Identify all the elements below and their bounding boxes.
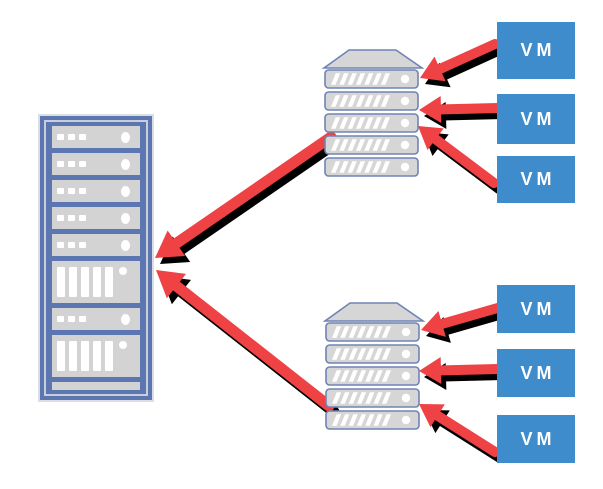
- rack-unit-led: [52, 234, 140, 256]
- vm-box-2: VM: [497, 94, 575, 144]
- vm-label: VM: [520, 428, 556, 449]
- rack-unit-led: [52, 153, 140, 175]
- arrow-layer: [155, 39, 511, 463]
- vm-label: VM: [520, 108, 556, 129]
- arrow-vm-4-to-host-bottom: [421, 302, 506, 337]
- vm-box-1: VM: [497, 22, 575, 79]
- vm-label: VM: [520, 40, 556, 60]
- vm-label: VM: [520, 298, 556, 319]
- arrow-vm-5-to-host-bottom: [419, 356, 503, 384]
- storage-rack: [38, 114, 154, 402]
- rack-unit-drive: [52, 335, 140, 377]
- arrow-vm-2-to-host-top: [419, 95, 503, 123]
- arrow-vm-3-to-host-top: [418, 126, 499, 188]
- vm-box-6: VM: [497, 415, 575, 463]
- arrow-shadow-host-top-to-rack: [160, 137, 342, 264]
- host-server-bottom: [325, 303, 423, 429]
- rack-unit-blank: [52, 382, 140, 390]
- arrow-host-bottom-to-rack: [156, 270, 335, 412]
- arrow-host-top-to-rack: [155, 131, 337, 258]
- vm-label: VM: [520, 169, 556, 189]
- vm-label: VM: [520, 362, 556, 383]
- vm-box-3: VM: [497, 156, 575, 203]
- vm-box-4: VM: [497, 285, 575, 333]
- rack-unit-led: [52, 126, 140, 148]
- rack-unit-drive: [52, 261, 140, 303]
- host-server-top: [324, 50, 422, 176]
- arrow-vm-1-to-host-top: [420, 39, 500, 82]
- rack-unit-led: [52, 207, 140, 229]
- rack-unit-led: [52, 308, 140, 330]
- arrow-vm-6-to-host-bottom: [419, 404, 500, 457]
- storage-rack-units: [44, 120, 148, 396]
- vm-box-5: VM: [497, 349, 575, 397]
- rack-unit-led: [52, 180, 140, 202]
